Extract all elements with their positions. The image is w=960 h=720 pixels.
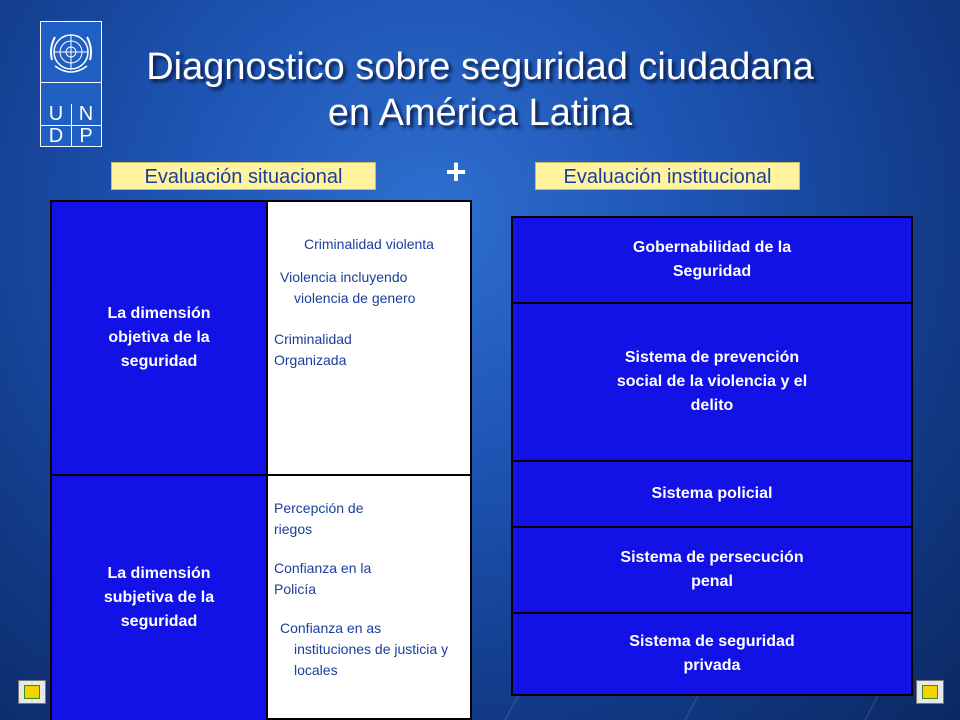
list-item: Criminalidad Organizada [274,331,352,368]
next-slide-icon [922,685,938,699]
table-row: La dimensión objetiva de la seguridad Cr… [52,202,470,476]
next-slide-button[interactable] [916,680,944,704]
plus-sign: + [445,151,467,192]
logo-letter: P [79,125,93,147]
title-line-1: Diagnostico sobre seguridad ciudadana [146,46,814,88]
table-row: La dimensión subjetiva de la seguridad P… [52,476,470,720]
list-item: Percepción de riegos [274,500,364,537]
table-row: Sistema policial [513,462,911,528]
logo-letter: N [78,103,94,125]
list-item: Confianza en as instituciones de justici… [280,620,449,678]
label-evaluacion-situacional: Evaluación situacional [111,162,376,190]
table-row: Sistema de prevención social de la viole… [513,304,911,462]
institutional-table: Gobernabilidad de la Seguridad Sistema d… [511,216,913,696]
row-heading: La dimensión subjetiva de la seguridad [52,476,268,720]
logo-divider [41,82,101,83]
row-items: Criminalidad violenta Violencia incluyen… [268,202,470,474]
situational-table: La dimensión objetiva de la seguridad Cr… [50,200,472,720]
label-evaluacion-institucional: Evaluación institucional [535,162,800,190]
table-row: Sistema de seguridad privada [629,633,795,674]
logo-divider [41,125,101,126]
un-emblem-icon [50,34,92,73]
table-row: Gobernabilidad de la Seguridad [513,218,911,304]
undp-logo: U N D P [40,21,102,147]
list-item: Criminalidad violenta [304,236,434,252]
list-item: Confianza en la Policía [274,560,372,597]
table-row: Sistema de persecución penal [513,528,911,614]
slide-title: Diagnostico sobre seguridad ciudadana en… [100,44,860,136]
list-item: Violencia incluyendo violencia de genero [280,269,416,306]
logo-letter: D [48,125,64,147]
title-line-2: en América Latina [327,92,633,134]
row-heading: La dimensión objetiva de la seguridad [52,202,268,474]
previous-slide-button[interactable] [18,680,46,704]
previous-slide-icon [24,685,40,699]
row-items: Percepción de riegos Confianza en la Pol… [268,476,470,720]
logo-letter: U [48,103,64,125]
